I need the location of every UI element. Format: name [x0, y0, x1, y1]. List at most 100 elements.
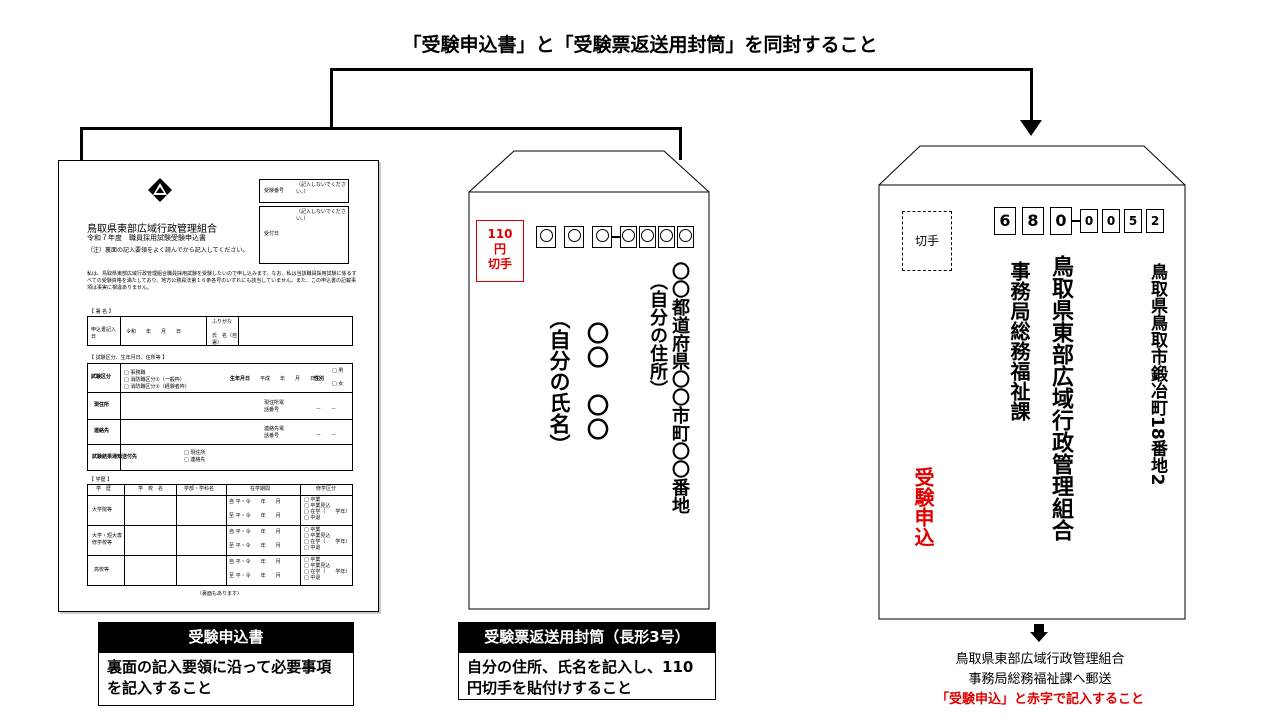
return-envelope: 110 円 切手 〇〇都道府県〇〇市町〇〇番地 （自分の住所） 〇〇 〇〇 （自…: [468, 150, 710, 610]
edu-header: 在学期間: [250, 486, 271, 492]
return-name-note: （自分の氏名）: [547, 308, 571, 455]
gender-label: 性別: [314, 376, 325, 382]
signature-table: 申込書記入日 令和 年 月 日 ふりがな 氏 名（自 署）: [87, 316, 353, 346]
instruction-heading: 「受験申込書」と「受験票返送用封筒」を同封すること: [402, 34, 878, 56]
edu-status-group: □ 卒業□ 卒業見込□ 在学（ 学年）□ 中退: [304, 527, 351, 551]
form-back-note: （裏面もあります）: [197, 591, 243, 597]
address-label: 現住所: [94, 402, 110, 408]
connector-left-drop: [330, 68, 333, 128]
exam-number-box: 受験番号 （記入しないでください。）: [259, 179, 349, 203]
send-instructions: 鳥取県東部広域行政管理組合 事務局総務福祉課へ郵送 「受験申込」と赤字で記入する…: [880, 650, 1200, 710]
edu-period-row: 至 平・令 年 月: [229, 573, 281, 579]
exam-type-option: □ 消防職区分②（経験者枠）: [124, 384, 190, 390]
result-options: □ 現住所 □ 連絡先: [184, 450, 205, 464]
postal-box: [639, 226, 656, 248]
postal-box: [677, 226, 694, 248]
form-caption-title: 受験申込書: [98, 622, 354, 652]
address-phone-label: 現住所電話番号: [264, 400, 285, 413]
birth-value: 平成 年 月 日生: [260, 376, 321, 382]
exam-type-option: □ 消防職区分①（一般枠）: [124, 377, 185, 383]
return-envelope-shape: [468, 150, 710, 610]
send-line-2: 事務局総務福祉課へ郵送: [968, 672, 1112, 687]
education-table: 学 歴 学 校 名 学部・学科名 在学期間 修学区分 大学院等 大学・短大専修学…: [87, 484, 353, 586]
connector-right-drop: [1030, 68, 1033, 126]
edu-header: 修学区分: [316, 486, 337, 492]
mail-red-mark: 受験申込: [911, 467, 935, 547]
mail-dept: 事務局総務福祉課: [1007, 261, 1031, 421]
form-note: （注）裏面の記入要領をよく読んでから記入してください。: [87, 247, 249, 254]
exam-type-options: □ 事務職 □ 消防職区分①（一般枠） □ 消防職区分②（経験者枠）: [124, 370, 190, 391]
postal-digit: 2: [1146, 209, 1164, 233]
form-declaration: 私は、鳥取県東部広域行政管理組合職員採用試験を受験したいので申し込みます。なお、…: [87, 271, 357, 291]
form-caption-body: 裏面の記入要領に沿って必要事項を記入すること: [98, 652, 354, 706]
info-section-label: 【 試験区分、生年月日、住所等 】: [89, 355, 168, 361]
connector-envelope-drop: [679, 127, 682, 160]
postal-box: [536, 226, 556, 248]
exam-number-label: 受験番号: [264, 188, 285, 194]
received-box: 受付日 （記入しないでください。）: [259, 206, 349, 264]
edu-header: 学 校 名: [138, 486, 164, 492]
postal-digit: 0: [1080, 209, 1098, 233]
edu-period-row: 至 平・令 年 月: [229, 543, 281, 549]
gender-options: □ 男 □ 女: [332, 368, 343, 388]
mail-stamp-box: 切手: [902, 211, 952, 271]
furigana-label: ふりがな: [212, 319, 233, 325]
edu-row-label: 大学・短大専修学校等: [92, 533, 123, 546]
edu-period-row: 至 平・令 年 月: [229, 513, 281, 519]
connector-mid: [80, 127, 682, 130]
edu-period-row: 自 平・令 年 月: [229, 559, 281, 565]
result-option: □ 連絡先: [184, 457, 206, 463]
envelope-caption-title: 受験票返送用封筒（長形3号）: [458, 622, 716, 652]
mail-org: 鳥取県東部広域行政管理組合: [1048, 255, 1073, 541]
return-stamp-box: 110 円 切手: [476, 220, 524, 282]
signature-date-label: 申込書記入日: [91, 327, 117, 340]
return-address: 〇〇都道府県〇〇市町〇〇番地: [669, 262, 690, 514]
birth-label: 生年月日: [230, 376, 251, 382]
stamp-label: 切手: [487, 257, 512, 271]
edu-row-label: 大学院等: [92, 507, 113, 513]
return-name: 〇〇 〇〇: [583, 322, 608, 442]
send-arrow-icon: [1034, 624, 1044, 633]
form-year-title: 令和７年度 職員採用試験受験申込書: [87, 234, 206, 242]
postal-box: [564, 226, 584, 248]
gender-option: □ 男: [332, 368, 344, 374]
send-line-1: 鳥取県東部広域行政管理組合: [955, 652, 1125, 667]
education-section-label: 【 学歴 】: [89, 477, 113, 483]
received-date-label: 受付日: [264, 231, 280, 237]
mailing-envelope: 切手 6 8 0 0 0 5 2 鳥取県鳥取市鍛冶町18番地2 鳥取県東部広域行…: [878, 145, 1186, 620]
info-table: 試験区分 □ 事務職 □ 消防職区分①（一般枠） □ 消防職区分②（経験者枠） …: [87, 363, 353, 471]
contact-label: 連絡先: [94, 428, 110, 434]
contact-phone-dash: － －: [316, 432, 337, 438]
postal-digit: 5: [1124, 209, 1142, 233]
signature-section-label: 【 署 名 】: [89, 309, 114, 315]
stamp-yen: 円: [493, 242, 506, 256]
application-form-sheet: 受験番号 （記入しないでください。） 受付日 （記入しないでください。） 鳥取県…: [58, 160, 379, 612]
signature-date-value: 令和 年 月 日: [126, 329, 182, 335]
form-org-name: 鳥取県東部広域行政管理組合: [87, 224, 217, 235]
edu-status-group: □ 卒業□ 卒業見込□ 在学（ 学年）□ 中退: [304, 497, 351, 521]
postal-digit: 8: [1022, 207, 1044, 235]
edu-header: 学部・学科名: [184, 486, 215, 492]
return-address-note: （自分の住所）: [647, 272, 668, 398]
connector-form-drop: [80, 127, 83, 160]
mail-stamp-label: 切手: [914, 234, 939, 248]
edu-status-group: □ 卒業□ 卒業見込□ 在学（ 学年）□ 中退: [304, 557, 351, 581]
received-note: （記入しないでください。）: [296, 209, 346, 222]
send-arrow-head: [1030, 632, 1048, 642]
mailing-envelope-shape: [878, 145, 1186, 620]
edu-period-row: 自 平・令 年 月: [229, 529, 281, 535]
exam-type-option: □ 事務職: [124, 370, 146, 376]
postal-box: [592, 226, 612, 248]
edu-header: 学 歴: [96, 486, 112, 492]
contact-phone-label: 連絡先電話番号: [264, 426, 285, 439]
postal-box: [620, 226, 637, 248]
arrow-to-mail-envelope: [1020, 120, 1042, 136]
connector-top: [331, 68, 1033, 71]
postal-digit: 6: [994, 207, 1016, 235]
name-sign-label: 氏 名（自 署）: [212, 333, 238, 346]
organization-logo-icon: [148, 178, 172, 202]
postal-digit: 0: [1102, 209, 1120, 233]
send-line-3: 「受験申込」と赤字で記入すること: [935, 692, 1144, 707]
mail-address: 鳥取県鳥取市鍛冶町18番地2: [1147, 263, 1167, 486]
edu-row-label: 高校等: [94, 567, 110, 573]
